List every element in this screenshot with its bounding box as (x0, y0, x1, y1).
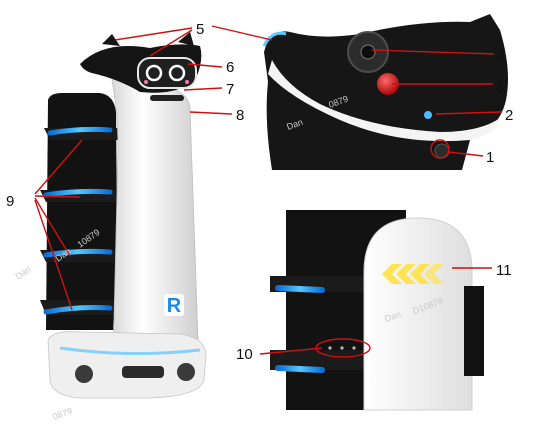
robot-logo: R (164, 294, 184, 317)
robot-eye-right (168, 64, 186, 82)
closeup-emergency-button (377, 73, 399, 95)
callout-labels: 5 4 6 3 7 8 2 1 9 11 10 (6, 21, 513, 363)
callout-label-10: 10 (236, 346, 253, 363)
robot-cheek-right (185, 80, 189, 84)
robot-full-view: R (40, 32, 207, 399)
watermark-text: 0879 (51, 406, 73, 422)
panel-dark-shelf-lower (270, 350, 370, 370)
callout-label-6: 6 (226, 59, 234, 76)
callout-label-1: 1 (486, 149, 494, 166)
callout-label-7: 7 (226, 81, 234, 98)
callout-label-4: 4 (497, 47, 505, 64)
robot-base-vent (122, 366, 164, 378)
closeup-rim-glow (262, 31, 287, 47)
closeup-connector (434, 143, 450, 159)
callout-label-9: 9 (6, 193, 14, 210)
callout-label-2: 2 (505, 107, 513, 124)
callout-label-3: 3 (496, 78, 504, 95)
side-panel-closeup-inset (270, 210, 484, 411)
callout-label-11: 11 (496, 262, 512, 279)
robot-cheek-left (144, 80, 148, 84)
robot-wheel-left (75, 365, 93, 383)
robot-back-frame (46, 93, 118, 330)
panel-sensor-dot (352, 346, 356, 350)
robot-base-glow (59, 346, 201, 356)
robot-logo-letter: R (167, 295, 182, 317)
head-closeup-inset (262, 14, 508, 170)
robot-column (111, 77, 199, 351)
callout-label-5: 5 (196, 21, 204, 38)
robot-ear-left (102, 34, 120, 46)
robot-ear-right (178, 32, 194, 46)
panel-glow-upper (275, 285, 325, 293)
panel-chevron-lights (382, 264, 444, 284)
panel-right-strip (464, 286, 484, 376)
watermark-text: Dan (13, 264, 32, 282)
robot-chin-light (150, 95, 184, 101)
robot-eye-left (145, 64, 163, 82)
closeup-camera-lens (360, 44, 376, 60)
shelf-glow-strips (43, 126, 113, 315)
robot-wheel-right (177, 363, 195, 381)
panel-sensor-dot (340, 346, 344, 350)
closeup-white-band (268, 60, 500, 142)
callout-label-8: 8 (236, 107, 244, 124)
leader-lines (34, 25, 503, 358)
closeup-indicator (424, 111, 432, 119)
panel-sensor-dot (328, 346, 332, 350)
panel-glow-lower (275, 365, 325, 373)
